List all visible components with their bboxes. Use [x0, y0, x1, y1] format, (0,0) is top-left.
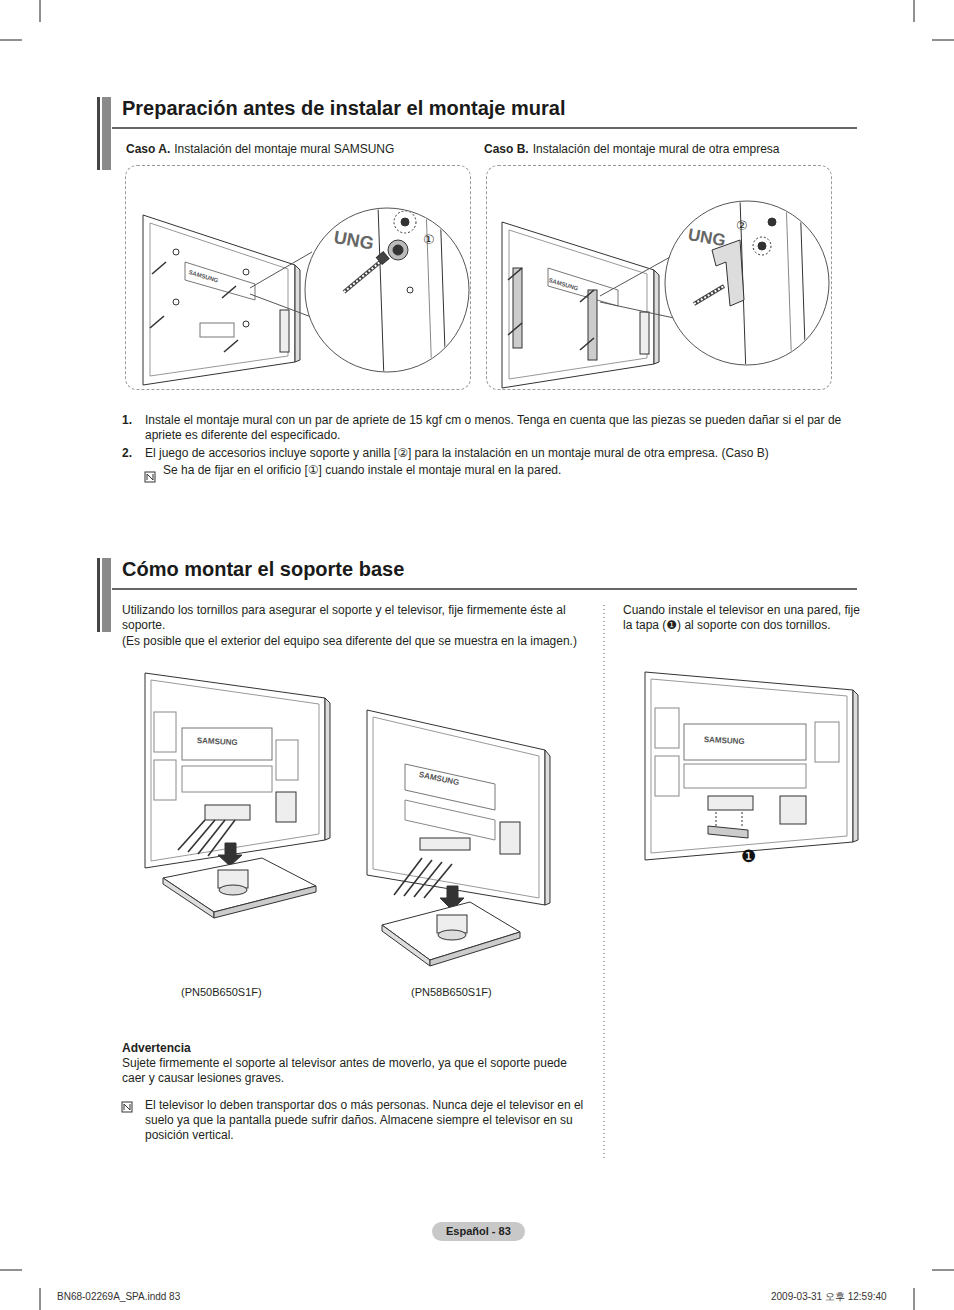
brand-logo: SAMSUNG [196, 736, 237, 748]
section-heading: Preparación antes de instalar el montaje… [122, 96, 566, 120]
body-text: Cuando instale el televisor en una pared… [623, 603, 868, 633]
warning-text: Sujete firmemente el soporte al televiso… [122, 1056, 592, 1086]
warning-heading: Advertencia [122, 1041, 191, 1056]
section-heading: Cómo montar el soporte base [122, 557, 404, 581]
case-description: Instalación del montaje mural SAMSUNG [174, 142, 394, 156]
page-number: Español - 83 [446, 1222, 511, 1241]
tv-stand-illustration [367, 710, 550, 966]
case-description: Instalación del montaje mural de otra em… [533, 142, 780, 156]
callout-number: ① [423, 232, 435, 248]
tv-stand-illustration [145, 673, 330, 918]
case-tag: Caso A. [126, 142, 170, 156]
list-number: 1. [122, 413, 132, 428]
list-number: 2. [122, 446, 132, 461]
body-text: Utilizando los tornillos para asegurar e… [122, 603, 590, 633]
case-tag: Caso B. [484, 142, 529, 156]
column-divider [604, 605, 605, 1158]
list-text: El juego de accesorios incluye soporte y… [145, 446, 857, 461]
panel-heading: Caso B. Instalación del montaje mural de … [484, 139, 783, 157]
tv-back-illustration [143, 215, 314, 385]
list-text: Instale el montaje mural con un par de a… [145, 413, 857, 443]
tv-back-illustration [502, 222, 674, 388]
note-text: Se ha de fijar en el orificio [①] cuando… [163, 463, 853, 478]
callout-number: ② [736, 218, 748, 234]
brand-logo: SAMSUNG [703, 735, 744, 747]
zoom-detail [305, 205, 469, 380]
model-name: (PN58B650S1F) [411, 985, 492, 999]
note-text: El televisor lo deben transportar dos o … [145, 1098, 597, 1143]
case-panel: Caso A.Instalación del montaje mural SAM… [125, 165, 471, 390]
page-number-pill: Español - 83 [432, 1222, 525, 1241]
body-text: (Es posible que el exterior del equipo s… [122, 634, 598, 649]
zoom-detail [665, 198, 829, 375]
print-slug: BN68-02269A_SPA.indd 83 [57, 1290, 180, 1303]
panel-heading: Caso A. Instalación del montaje mural SAM… [126, 139, 398, 157]
tv-wall-illustration [645, 672, 858, 860]
model-name: (PN50B650S1F) [181, 985, 262, 999]
callout-number: ❶ [741, 846, 756, 867]
print-slug: 2009-03-31 오후 12:59:40 [771, 1290, 887, 1303]
heading-bars [97, 97, 857, 632]
case-panel: Caso B.Instalación del montaje mural de … [486, 165, 832, 390]
